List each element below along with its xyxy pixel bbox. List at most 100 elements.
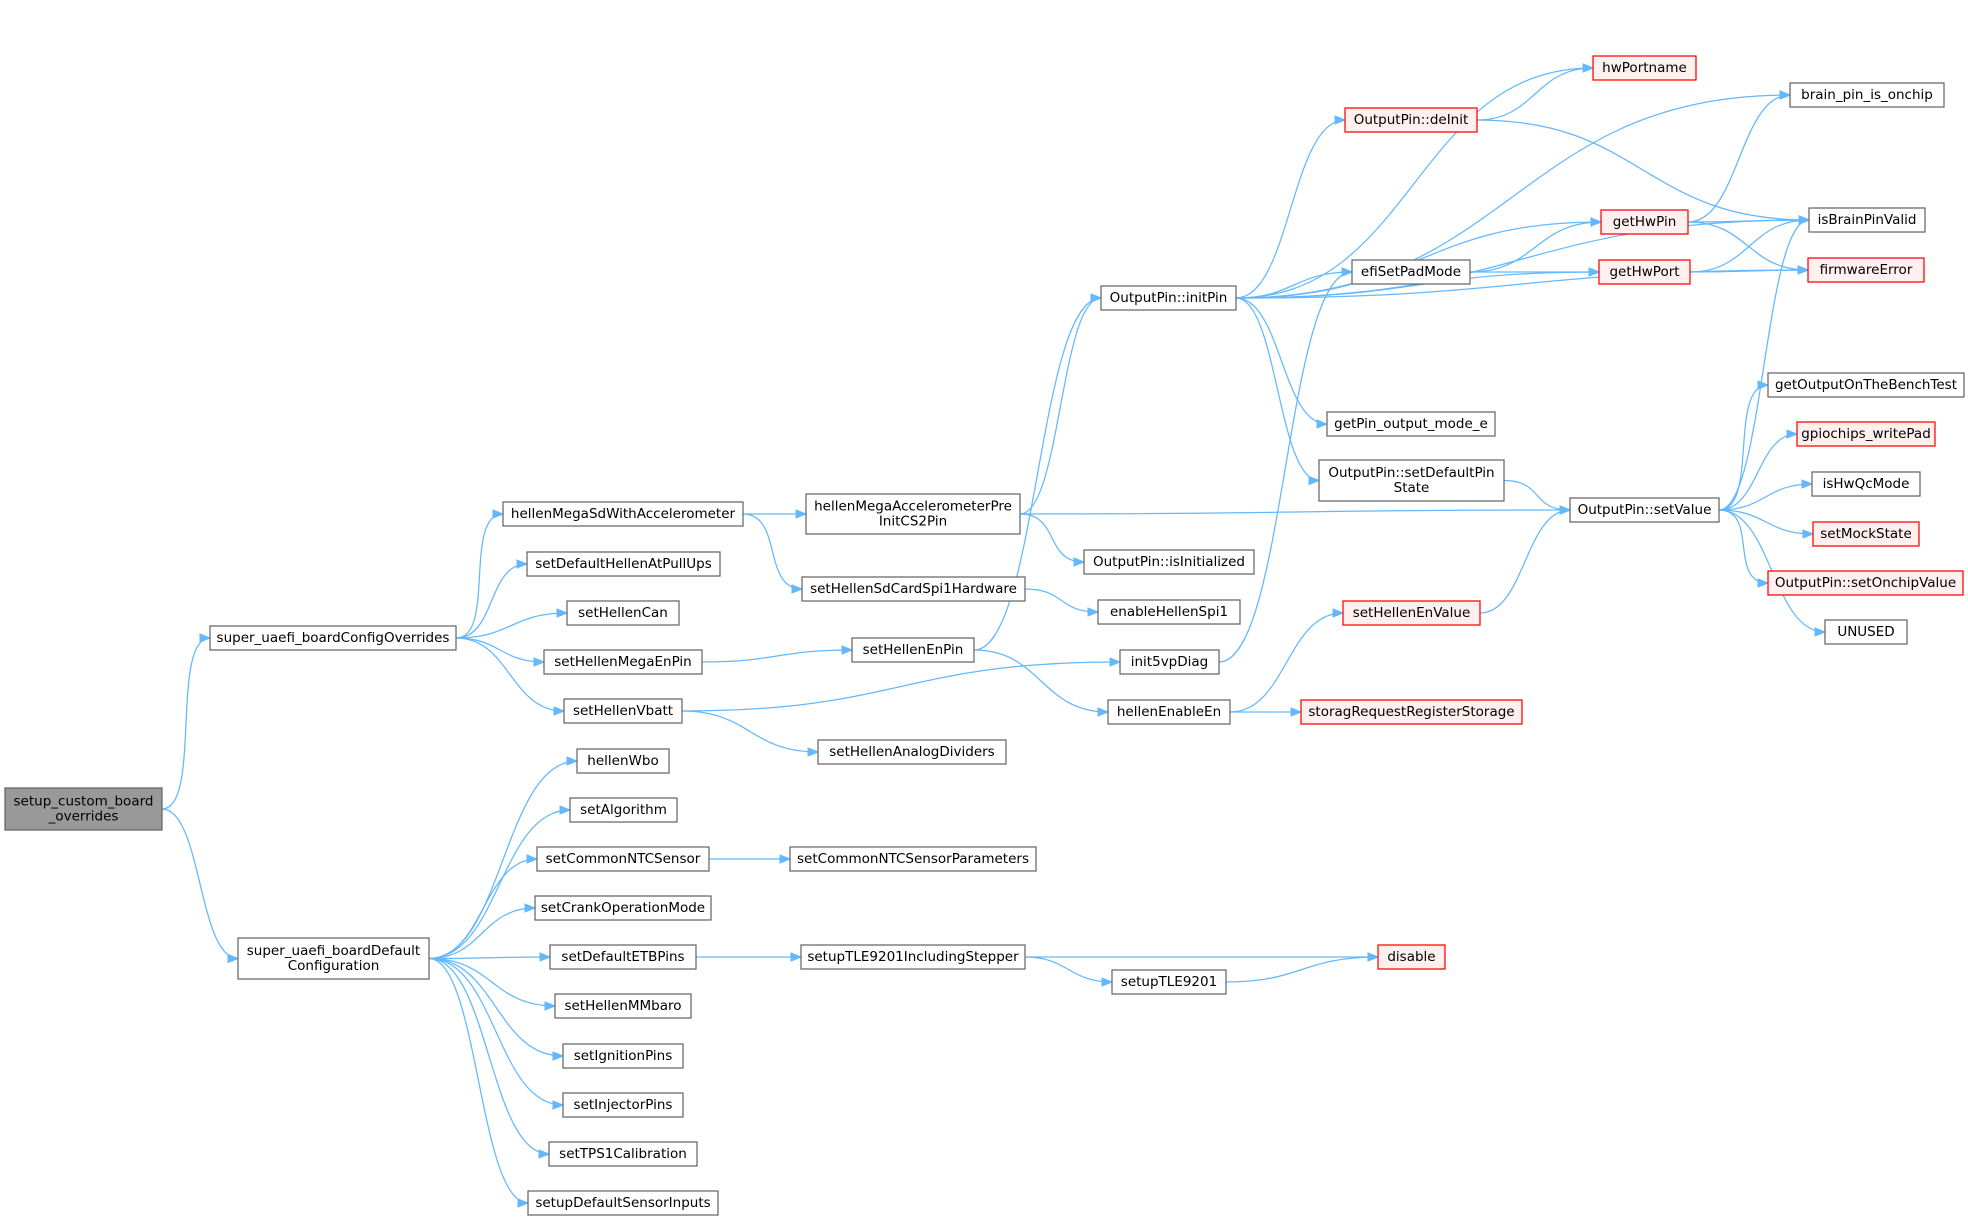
node-enableHellenSpi1[interactable]: enableHellenSpi1 [1097, 599, 1241, 625]
edge-setHellenEnValue-to-OutputPin_setValue [1479, 505, 1572, 614]
edge-setupTLE9201-to-disable [1225, 952, 1380, 983]
node-box [1342, 600, 1481, 626]
node-setAlgorithm[interactable]: setAlgorithm [569, 797, 678, 823]
node-setHellenSdCardSpi1Hardware[interactable]: setHellenSdCardSpi1Hardware [801, 576, 1026, 602]
node-label: getPin_output_mode_e [1334, 416, 1488, 432]
node-hellenEnableEn[interactable]: hellenEnableEn [1107, 699, 1231, 725]
node-label: setHellenMMbaro [564, 998, 681, 1014]
node-OutputPin_setOnchipValue[interactable]: OutputPin::setOnchipValue [1767, 570, 1964, 596]
edge-OutputPin_setValue-to-setMockState [1718, 509, 1815, 539]
edge-arrowhead [1797, 265, 1810, 275]
node-hellenMegaSdWithAccelerometer[interactable]: hellenMegaSdWithAccelerometer [502, 501, 744, 527]
edge-arrowhead [533, 657, 546, 667]
node-setHellenMegaEnPin[interactable]: setHellenMegaEnPin [543, 649, 703, 675]
node-label: setupTLE9201 [1121, 974, 1217, 990]
edge-arrowhead [544, 1001, 557, 1011]
node-setupTLE9201[interactable]: setupTLE9201 [1111, 969, 1227, 995]
edge-line [428, 907, 536, 960]
node-setCommonNTCSensorParameters[interactable]: setCommonNTCSensorParameters [789, 846, 1037, 872]
node-label: setHellenVbatt [573, 703, 673, 719]
node-hellenWbo[interactable]: hellenWbo [576, 748, 670, 774]
edge-super_uaefi_boardDefaultConfiguration-to-setCommonNTCSensor [428, 854, 539, 960]
node-setCrankOperationMode[interactable]: setCrankOperationMode [534, 895, 712, 921]
node-OutputPin_initPin[interactable]: OutputPin::initPin [1100, 285, 1237, 311]
edge-line [1689, 269, 1809, 273]
node-firmwareError[interactable]: firmwareError [1807, 257, 1925, 283]
node-setHellenEnPin[interactable]: setHellenEnPin [851, 637, 975, 663]
edge-line [161, 808, 239, 960]
node-getHwPort[interactable]: getHwPort [1598, 259, 1691, 285]
node-gpiochips_writePad[interactable]: gpiochips_writePad [1796, 421, 1936, 447]
edge-line [1718, 509, 1769, 584]
node-setHellenAnalogDividers[interactable]: setHellenAnalogDividers [817, 739, 1007, 765]
node-label: OutputPin::isInitialized [1093, 554, 1245, 570]
node-label: setTPS1Calibration [559, 1146, 687, 1162]
node-setupDefaultSensorInputs[interactable]: setupDefaultSensorInputs [527, 1190, 719, 1216]
node-box [1811, 471, 1921, 497]
node-setInjectorPins[interactable]: setInjectorPins [562, 1092, 684, 1118]
node-box [1812, 521, 1920, 547]
edge-line [1687, 221, 1809, 271]
node-setMockState[interactable]: setMockState [1812, 521, 1920, 547]
node-UNUSED[interactable]: UNUSED [1824, 619, 1908, 645]
edge-super_uaefi_boardConfigOverrides-to-setHellenVbatt [455, 637, 566, 716]
node-setup_custom_board_overrides[interactable]: setup_custom_board_overrides [4, 787, 163, 831]
node-setDefaultHellenAtPullUps[interactable]: setDefaultHellenAtPullUps [526, 551, 721, 577]
node-isBrainPinValid[interactable]: isBrainPinValid [1808, 207, 1926, 233]
node-box [1119, 649, 1220, 675]
node-brain_pin_is_onchip[interactable]: brain_pin_is_onchip [1789, 82, 1945, 108]
node-label: brain_pin_is_onchip [1801, 87, 1933, 103]
node-OutputPin_isInitialized[interactable]: OutputPin::isInitialized [1083, 549, 1255, 575]
edge-line [1235, 94, 1791, 299]
node-storagRequestRegisterStorage[interactable]: storagRequestRegisterStorage [1300, 699, 1523, 725]
node-getHwPin[interactable]: getHwPin [1600, 209, 1689, 235]
edge-hellenEnableEn-to-setHellenEnValue [1229, 608, 1345, 713]
node-isHwQcMode[interactable]: isHwQcMode [1811, 471, 1921, 497]
edge-arrowhead [1308, 475, 1321, 486]
edge-arrowhead [1073, 557, 1086, 567]
edge-line [1235, 119, 1346, 299]
edge-line [455, 513, 504, 639]
node-setHellenCan[interactable]: setHellenCan [566, 600, 680, 626]
node-efiSetPadMode[interactable]: efiSetPadMode [1351, 259, 1471, 285]
node-label: setHellenCan [578, 605, 668, 621]
node-box [502, 501, 744, 527]
edge-line [428, 957, 564, 1057]
node-setTPS1Calibration[interactable]: setTPS1Calibration [548, 1141, 698, 1167]
node-label: disable [1387, 949, 1435, 965]
node-label: storagRequestRegisterStorage [1308, 704, 1514, 720]
node-super_uaefi_boardConfigOverrides[interactable]: super_uaefi_boardConfigOverrides [209, 625, 457, 651]
node-hwPortname[interactable]: hwPortname [1592, 55, 1697, 81]
edge-arrowhead [552, 1051, 565, 1061]
node-label: init5vpDiag [1131, 654, 1209, 670]
edge-line [1689, 219, 1810, 273]
edge-line [681, 710, 819, 753]
node-setIgnitionPins[interactable]: setIgnitionPins [562, 1043, 684, 1069]
edge-getHwPort-to-firmwareError [1689, 265, 1810, 275]
node-OutputPin_deInit[interactable]: OutputPin::deInit [1344, 107, 1478, 133]
node-box [1318, 459, 1505, 502]
edge-arrowhead [1097, 707, 1110, 717]
edge-OutputPin_setValue-to-OutputPin_setOnchipValue [1718, 509, 1770, 588]
node-getOutputOnTheBenchTest[interactable]: getOutputOnTheBenchTest [1767, 372, 1965, 398]
node-init5vpDiag[interactable]: init5vpDiag [1119, 649, 1220, 675]
node-setupTLE9201IncludingStepper[interactable]: setupTLE9201IncludingStepper [800, 944, 1026, 970]
node-OutputPin_setValue[interactable]: OutputPin::setValue [1569, 497, 1720, 523]
node-setDefaultETBPins[interactable]: setDefaultETBPins [549, 944, 697, 970]
node-box [1107, 699, 1231, 725]
node-label: isHwQcMode [1823, 476, 1910, 492]
node-setHellenEnValue[interactable]: setHellenEnValue [1342, 600, 1481, 626]
edge-line [1235, 271, 1600, 299]
edge-setup_custom_board_overrides-to-super_uaefi_boardConfigOverrides [161, 633, 212, 810]
node-setCommonNTCSensor[interactable]: setCommonNTCSensor [536, 846, 710, 872]
node-setHellenMMbaro[interactable]: setHellenMMbaro [554, 993, 692, 1019]
edge-arrowhead [517, 1198, 530, 1208]
edge-line [1024, 956, 1113, 983]
node-setHellenVbatt[interactable]: setHellenVbatt [563, 698, 683, 724]
node-disable[interactable]: disable [1377, 944, 1446, 970]
node-box [1767, 570, 1964, 596]
node-getPin_output_mode_e[interactable]: getPin_output_mode_e [1326, 411, 1496, 437]
